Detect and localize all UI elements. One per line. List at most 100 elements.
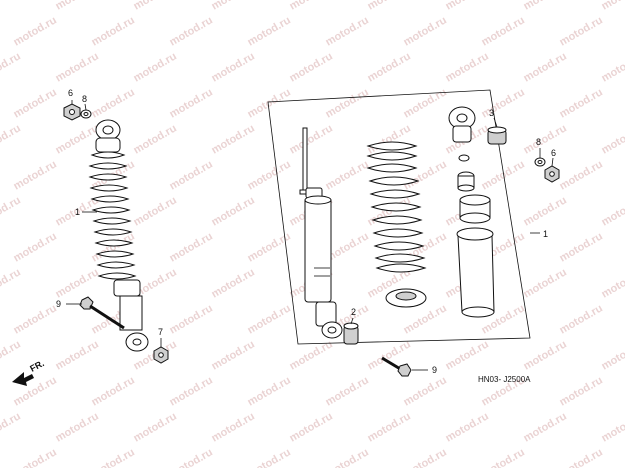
watermark-text: motod.ru xyxy=(480,446,527,468)
spring-exploded[interactable] xyxy=(366,141,427,273)
watermark-text: motod.ru xyxy=(522,410,569,444)
upper-mount[interactable] xyxy=(448,106,476,143)
watermark-text: motod.ru xyxy=(210,338,257,372)
spring-seat[interactable] xyxy=(385,288,427,308)
watermark-text: motod.ru xyxy=(402,374,449,408)
watermark-text: motod.ru xyxy=(168,374,215,408)
bushing[interactable] xyxy=(487,126,507,145)
watermark-text: motod.ru xyxy=(444,338,491,372)
watermark-text: motod.ru xyxy=(366,410,413,444)
watermark-text: motod.ru xyxy=(366,0,413,13)
upper-collar[interactable] xyxy=(459,194,491,224)
watermark-text: motod.ru xyxy=(522,338,569,372)
watermark-text: motod.ru xyxy=(522,50,569,84)
stopper[interactable] xyxy=(457,154,475,192)
watermark-text: motod.ru xyxy=(366,50,413,84)
watermark-text: motod.ru xyxy=(558,230,605,264)
watermark-text: motod.ru xyxy=(210,0,257,13)
watermark-text: motod.ru xyxy=(210,50,257,84)
watermark-text: motod.ru xyxy=(480,86,527,120)
watermark-text: motod.ru xyxy=(54,50,101,84)
watermark-text: motod.ru xyxy=(132,50,179,84)
watermark-text: motod.ru xyxy=(402,158,449,192)
watermark-text: motod.ru xyxy=(288,0,335,13)
bolt-right[interactable] xyxy=(381,356,412,377)
watermark-text: motod.ru xyxy=(210,410,257,444)
watermark-text: motod.ru xyxy=(522,122,569,156)
diagram-code: HN03- J2500A xyxy=(478,375,531,384)
watermark-text: motod.ru xyxy=(90,14,137,48)
watermark-text: motod.ru xyxy=(246,302,293,336)
watermark-text: motod.ru xyxy=(246,158,293,192)
bolt-left[interactable] xyxy=(79,296,125,330)
watermark-text: motod.ru xyxy=(600,122,625,156)
spring-coils-left xyxy=(88,151,137,280)
watermark-text: motod.ru xyxy=(480,14,527,48)
front-label: FR. xyxy=(28,358,45,374)
watermark-text: motod.ru xyxy=(210,194,257,228)
watermark-text: motod.ru xyxy=(132,122,179,156)
watermark-text: motod.ru xyxy=(600,338,625,372)
callout-bolt-right: 9 xyxy=(432,365,437,375)
watermark-text: motod.ru xyxy=(0,122,23,156)
callout-shock-left: 1 xyxy=(75,207,80,217)
leader-lines xyxy=(66,100,554,371)
watermark-text: motod.ru xyxy=(288,410,335,444)
watermark-text: motod.ru xyxy=(600,50,625,84)
watermark-text: motod.ru xyxy=(168,158,215,192)
watermark-text: motod.ru xyxy=(558,302,605,336)
watermark-text: motod.ru xyxy=(54,122,101,156)
callout-shock-right: 1 xyxy=(543,229,548,239)
callout-bolt-left: 9 xyxy=(56,299,61,309)
watermark-text: motod.ru xyxy=(522,266,569,300)
watermark-text: motod.ru xyxy=(90,374,137,408)
watermark-text: motod.ru xyxy=(54,266,101,300)
washer-left[interactable] xyxy=(80,109,92,119)
watermark-text: motod.ru xyxy=(246,86,293,120)
nut-left[interactable] xyxy=(63,103,81,121)
watermark-text: motod.ru xyxy=(90,86,137,120)
callout-bushing: 3 xyxy=(489,108,494,118)
dust-cover[interactable] xyxy=(456,227,495,318)
front-arrow-icon xyxy=(12,372,34,386)
watermark-text: motod.ru xyxy=(0,194,23,228)
watermark-text: motod.ru xyxy=(132,194,179,228)
watermark-text: motod.ru xyxy=(402,446,449,468)
shock-assembly-left[interactable] xyxy=(88,119,149,352)
watermark-text: motod.ru xyxy=(558,158,605,192)
watermark-text: motod.ru xyxy=(0,0,23,13)
watermark-text: motod.ru xyxy=(522,0,569,13)
watermark-text: motod.ru xyxy=(288,122,335,156)
nut-right[interactable] xyxy=(544,165,560,183)
watermark-text: motod.ru xyxy=(168,230,215,264)
callout-nut-bottom: 7 xyxy=(158,327,163,337)
exploded-view-frame xyxy=(267,89,531,345)
watermark-text: motod.ru xyxy=(480,158,527,192)
watermark-text: motod.ru xyxy=(12,14,59,48)
callout-nut-right: 6 xyxy=(551,148,556,158)
watermark-text: motod.ru xyxy=(0,266,23,300)
watermark-text: motod.ru xyxy=(288,50,335,84)
watermark-text: motod.ru xyxy=(12,446,59,468)
watermark-text: motod.ru xyxy=(402,86,449,120)
collar[interactable] xyxy=(343,322,359,345)
watermark-text: motod.ru xyxy=(324,86,371,120)
watermark-text: motod.ru xyxy=(600,194,625,228)
watermark-text: motod.ru xyxy=(0,410,23,444)
washer-right[interactable] xyxy=(534,157,546,167)
watermark-text: motod.ru xyxy=(12,158,59,192)
watermark-text: motod.ru xyxy=(210,266,257,300)
nut-bottom[interactable] xyxy=(153,346,169,364)
watermark-text: motod.ru xyxy=(522,194,569,228)
watermark-text: motod.ru xyxy=(558,14,605,48)
watermark-text: motod.ru xyxy=(246,446,293,468)
watermark-text: motod.ru xyxy=(54,338,101,372)
watermark-text: motod.ru xyxy=(54,410,101,444)
watermark-text: motod.ru xyxy=(600,266,625,300)
callout-washer-right: 8 xyxy=(536,137,541,147)
callout-collar: 2 xyxy=(351,307,356,317)
watermark-text: motod.ru xyxy=(444,50,491,84)
watermark-text: motod.ru xyxy=(132,0,179,13)
watermark-text: motod.ru xyxy=(444,0,491,13)
damper-unit[interactable] xyxy=(299,127,343,339)
